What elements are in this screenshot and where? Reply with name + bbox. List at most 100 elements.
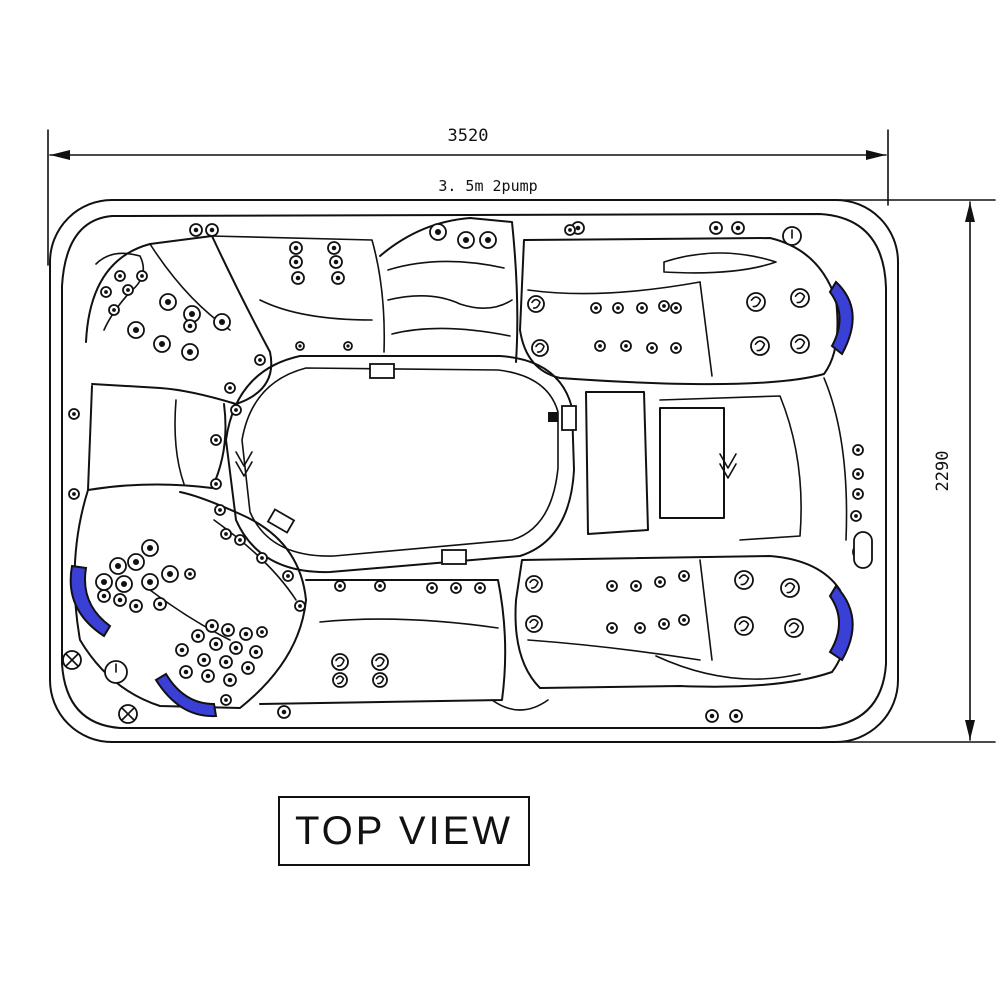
jet-icon [852, 444, 864, 456]
jet-icon [331, 271, 345, 285]
jet-icon [197, 653, 211, 667]
headrest-pillow-icon [828, 584, 854, 662]
headrest-pillows [69, 280, 854, 718]
jet-icon [241, 661, 255, 675]
jet-icon [221, 623, 235, 637]
rotary-jet-icon [750, 336, 770, 356]
jet-icon [256, 552, 268, 564]
jet-icon [294, 600, 306, 612]
jet-icon [658, 618, 670, 630]
jet-icon [590, 302, 602, 314]
jet-icon [122, 284, 134, 296]
jet-icon [289, 241, 303, 255]
jet-icon [141, 539, 159, 557]
view-title-box: TOP VIEW [278, 796, 530, 866]
jet-icon [636, 302, 648, 314]
jet-icon [136, 270, 148, 282]
width-dimension: 3520 [47, 126, 889, 266]
jet-icon [234, 534, 246, 546]
rotary-jet-icon [371, 653, 389, 671]
jet-icon [374, 580, 386, 592]
rotary-jet-icon [331, 653, 349, 671]
inner-rim [61, 213, 887, 729]
air-control-icon[interactable] [104, 660, 128, 684]
jet-icon [108, 304, 120, 316]
jet-icon [426, 582, 438, 594]
jet-icon [129, 599, 143, 613]
rotary-jet-icon [734, 616, 754, 636]
jet-icon [654, 576, 666, 588]
rotary-jet-icon [790, 288, 810, 308]
jet-icon [220, 694, 232, 706]
jet-icon [205, 223, 219, 237]
jet-icon [210, 478, 222, 490]
jet-icon [189, 223, 203, 237]
jet-icon [630, 580, 642, 592]
jet-icon [709, 221, 723, 235]
jet-icon [153, 597, 167, 611]
rotary-jet-icon [790, 334, 810, 354]
jet-icon [214, 504, 226, 516]
jet-icon [634, 622, 646, 634]
jet-icon [175, 643, 189, 657]
jet-icon [678, 570, 690, 582]
jet-icon [109, 557, 127, 575]
valve-icon[interactable] [62, 650, 82, 670]
jet-icon [850, 510, 862, 522]
jet-icon [113, 593, 127, 607]
jet-icon [153, 335, 171, 353]
jet-icon [213, 313, 231, 331]
jet-icon [127, 553, 145, 571]
jet-icon [291, 271, 305, 285]
jet-icon [229, 641, 243, 655]
headrest-pillow-icon [828, 280, 854, 356]
rotary-jet-icon [531, 339, 549, 357]
rotary-jet-icon [525, 575, 543, 593]
jet-icon [184, 568, 196, 580]
model-note: 3. 5m 2pump [438, 177, 537, 195]
jet-icon [852, 488, 864, 500]
air-control-icon[interactable] [782, 226, 802, 246]
jet-icon [183, 319, 197, 333]
jet-icon [277, 705, 291, 719]
jet-icon [115, 575, 133, 593]
jet-icon [564, 224, 576, 236]
jet-icon [327, 241, 341, 255]
jets-layer [68, 221, 868, 723]
height-dimension-label: 2290 [933, 451, 953, 492]
jet-icon [100, 286, 112, 298]
jet-icon [230, 404, 242, 416]
jet-icon [429, 223, 447, 241]
jet-icon [343, 341, 353, 351]
valve-icon[interactable] [118, 704, 138, 724]
jet-icon [606, 580, 618, 592]
jet-icon [295, 341, 305, 351]
side-fitting-icon [853, 531, 873, 569]
rotary-jet-icon [525, 615, 543, 633]
jet-icon [159, 293, 177, 311]
jet-icon [201, 669, 215, 683]
jet-icon [646, 342, 658, 354]
jet-icon [282, 570, 294, 582]
jet-icon [179, 665, 193, 679]
controls [62, 226, 873, 724]
jet-icon [658, 300, 670, 312]
headrest-pillow-icon [69, 564, 112, 638]
jet-icon [670, 302, 682, 314]
jet-icon [127, 321, 145, 339]
jet-icon [256, 626, 268, 638]
jet-icon [457, 231, 475, 249]
rotary-jet-icon [746, 292, 766, 312]
jet-icon [191, 629, 205, 643]
jet-icon [606, 622, 618, 634]
jet-icon [254, 354, 266, 366]
jet-icon [678, 614, 690, 626]
jet-icon [95, 573, 113, 591]
jet-icon [209, 637, 223, 651]
jet-icon [161, 565, 179, 583]
rotary-jet-icon [734, 570, 754, 590]
rotary-jet-icon [527, 295, 545, 313]
skimmer-icon [266, 363, 467, 565]
jet-icon [479, 231, 497, 249]
jet-icon [450, 582, 462, 594]
